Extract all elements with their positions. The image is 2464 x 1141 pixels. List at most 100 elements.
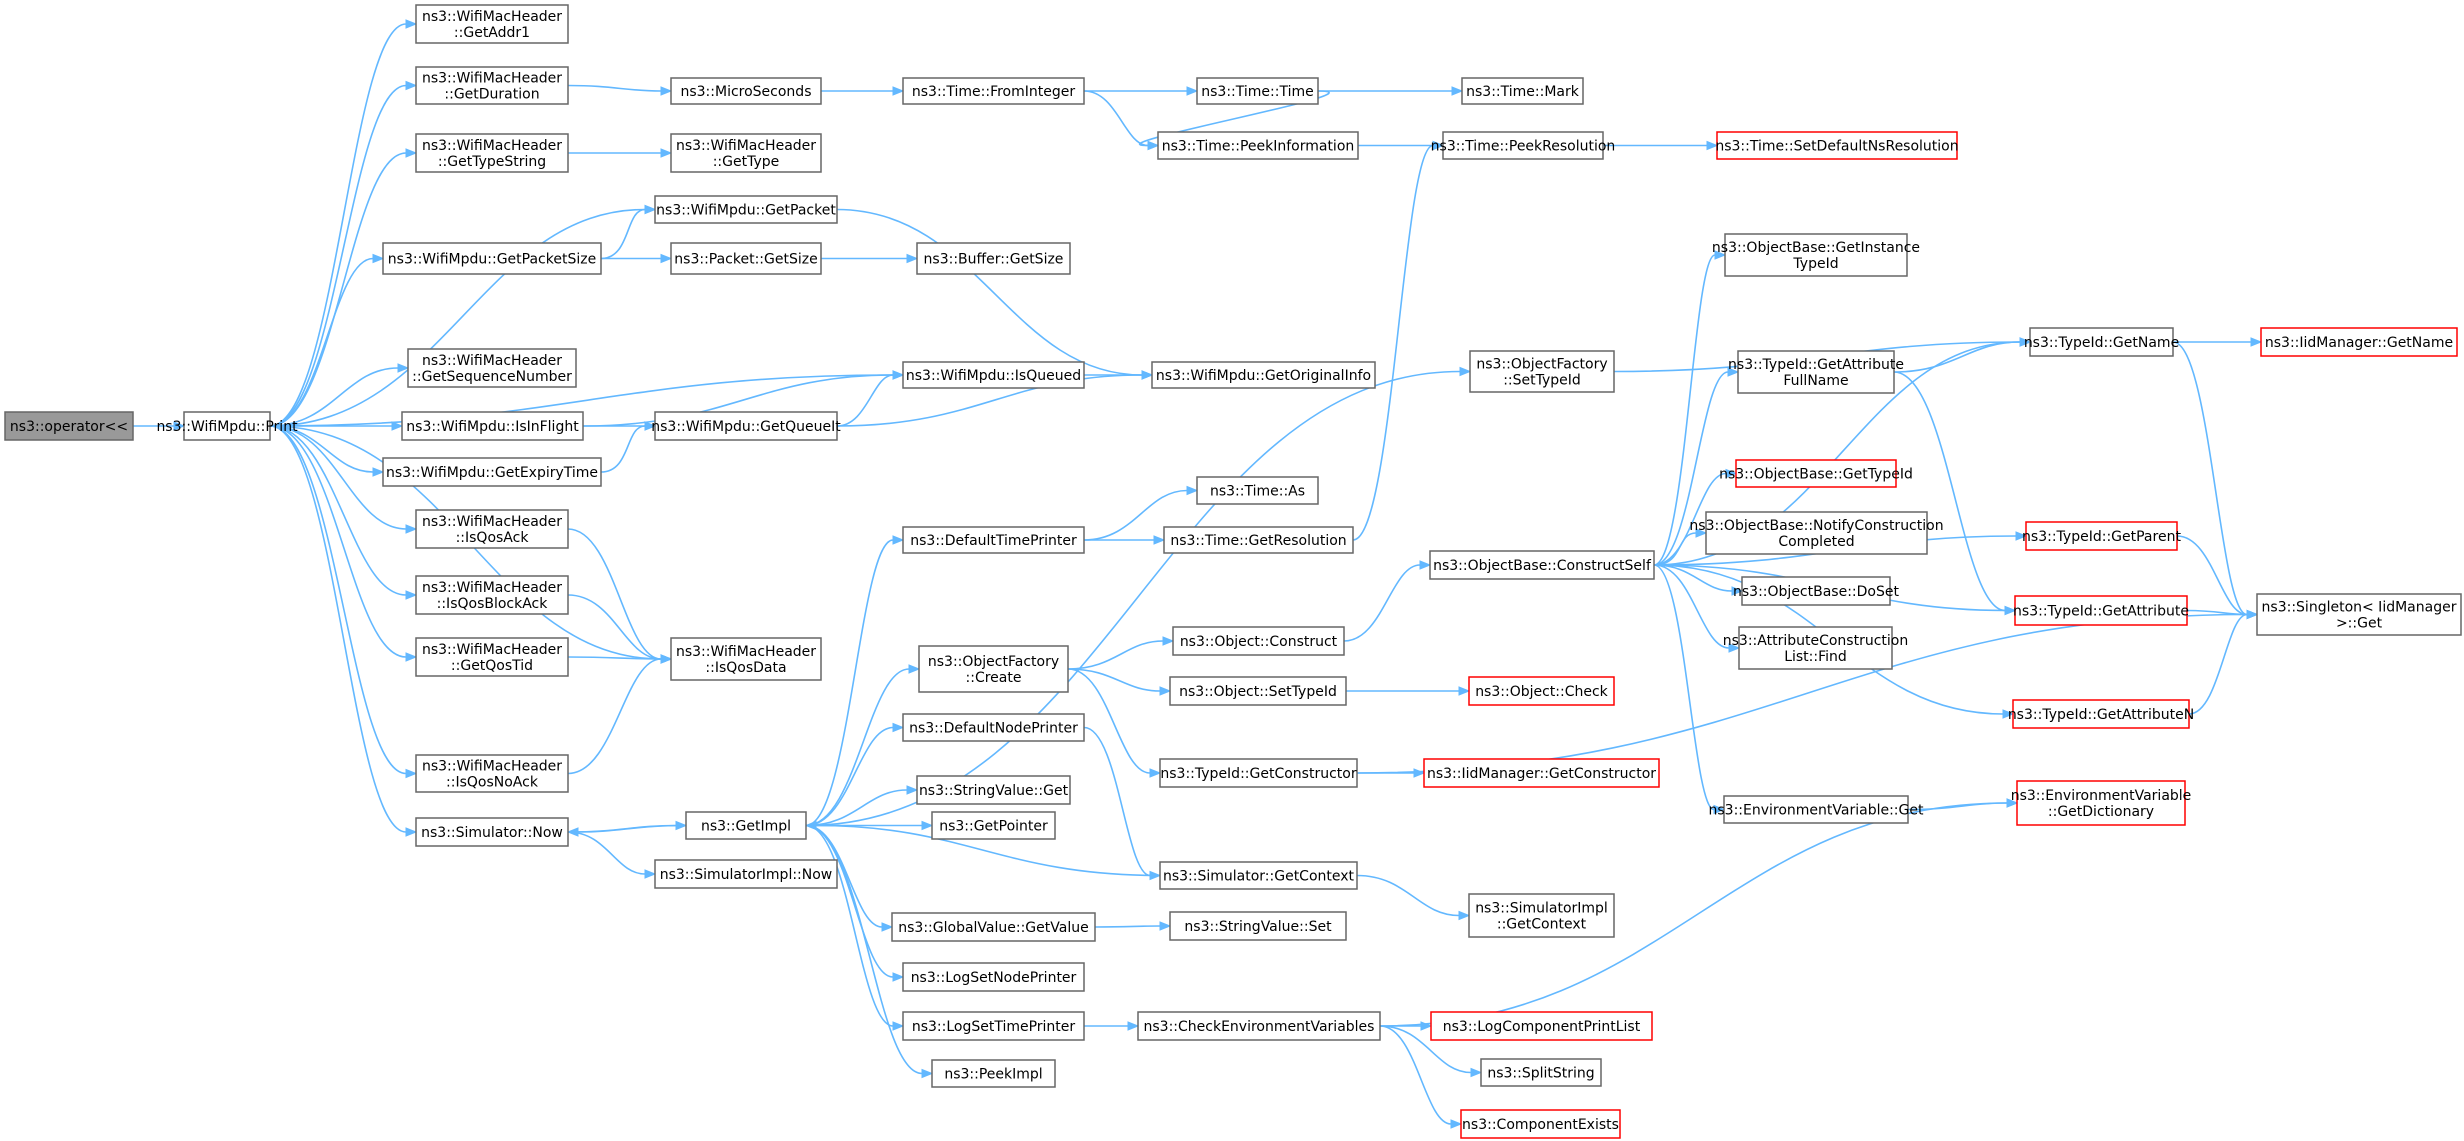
node-defaulttimeprinter[interactable]: ns3::DefaultTimePrinter [902,526,1085,554]
node-getpointer[interactable]: ns3::GetPointer [931,811,1056,840]
edge-print-to-isqosblockack [269,425,418,600]
node-simimplgetctx[interactable]: ns3::SimulatorImpl::GetContext [1468,893,1615,938]
edge-arrowhead [2250,337,2263,347]
node-tidgetname[interactable]: ns3::TypeId::GetName [2024,327,2179,357]
node-label: ns3::ObjectFactory [928,654,1059,670]
node-iidgetname[interactable]: ns3::IidManager::GetName [2260,327,2458,357]
node-tidgetattrn[interactable]: ns3::TypeId::GetAttributeN [2008,699,2194,729]
node-defaultnodeprinter[interactable]: ns3::DefaultNodePrinter [902,713,1085,742]
node-ofcreate[interactable]: ns3::ObjectFactory::Create [918,645,1069,693]
node-isqosblockack[interactable]: ns3::WifiMacHeader::IsQosBlockAck [415,575,569,615]
node-logsetnodeprinter[interactable]: ns3::LogSetNodePrinter [902,962,1085,992]
node-box [1137,1011,1381,1041]
node-gettypestring[interactable]: ns3::WifiMacHeader::GetTypeString [415,133,569,173]
node-iidgetctor[interactable]: ns3::IidManager::GetConstructor [1423,758,1660,788]
node-logcompprint[interactable]: ns3::LogComponentPrintList [1430,1011,1653,1041]
node-getpacket[interactable]: ns3::WifiMpdu::GetPacket [654,195,838,224]
node-microseconds[interactable]: ns3::MicroSeconds [670,77,822,105]
node-obdoset[interactable]: ns3::ObjectBase::DoSet [1733,576,1899,606]
node-timetime[interactable]: ns3::Time::Time [1196,77,1319,105]
edge-constructself-to-obnotify [1653,528,1708,566]
node-label: ns3::WifiMacHeader [676,138,816,154]
node-globalvaluegetvalue[interactable]: ns3::GlobalValue::GetValue [891,912,1096,942]
edge-line [1138,90,1330,147]
node-getduration[interactable]: ns3::WifiMacHeader::GetDuration [415,66,569,105]
node-typeidgetctor[interactable]: ns3::TypeId::GetConstructor [1159,758,1358,788]
node-print[interactable]: ns3::WifiMpdu::Print [156,411,298,441]
node-box [2256,593,2462,636]
node-tidgetparent[interactable]: ns3::TypeId::GetParent [2022,521,2181,551]
node-packetgetsize[interactable]: ns3::Packet::GetSize [670,242,822,275]
node-getqueueit[interactable]: ns3::WifiMpdu::GetQueueIt [651,411,841,441]
edge-isqosnoack-to-isqosdata [567,654,673,775]
node-label: ns3::SimulatorImpl::Now [660,867,833,883]
node-isqosnoack[interactable]: ns3::WifiMacHeader::IsQosNoAck [415,754,569,793]
node-isqosack[interactable]: ns3::WifiMacHeader::IsQosAck [415,509,569,549]
node-op[interactable]: ns3::operator<< [4,411,134,441]
node-simgetcontext[interactable]: ns3::Simulator::GetContext [1159,861,1358,890]
edge-arrowhead [1727,367,1740,377]
node-simnow[interactable]: ns3::Simulator::Now [415,817,569,847]
node-gettype[interactable]: ns3::WifiMacHeader::GetType [670,133,822,173]
node-ofsettypeid[interactable]: ns3::ObjectFactory::SetTypeId [1469,350,1615,393]
node-obnotify[interactable]: ns3::ObjectBase::NotifyConstructionCompl… [1689,511,1944,555]
node-getseqnum[interactable]: ns3::WifiMacHeader::GetSequenceNumber [407,348,577,388]
edge-arrowhead [892,86,905,96]
node-splitstring[interactable]: ns3::SplitString [1480,1058,1602,1087]
edge-line [269,374,894,427]
node-envget[interactable]: ns3::EnvironmentVariable::Get [1709,795,1924,824]
node-isinflight[interactable]: ns3::WifiMpdu::IsInFlight [401,411,584,441]
node-fromint[interactable]: ns3::Time::FromInteger [902,77,1085,105]
node-singletonget[interactable]: ns3::Singleton< IidManager>::Get [2256,593,2462,636]
node-peekinfo[interactable]: ns3::Time::PeekInformation [1157,131,1359,160]
node-getaddr1[interactable]: ns3::WifiMacHeader::GetAddr1 [415,4,569,44]
node-objconstruct[interactable]: ns3::Object::Construct [1172,626,1345,656]
node-isqueued[interactable]: ns3::WifiMpdu::IsQueued [902,361,1085,389]
node-box [1442,131,1604,160]
node-peekimpl[interactable]: ns3::PeekImpl [931,1059,1056,1088]
node-getimpl[interactable]: ns3::GetImpl [685,811,807,840]
node-label: Completed [1778,534,1854,550]
node-simimplnow[interactable]: ns3::SimulatorImpl::Now [654,859,838,889]
node-setdefaultres[interactable]: ns3::Time::SetDefaultNsResolution [1715,131,1959,160]
node-getpacketsize[interactable]: ns3::WifiMpdu::GetPacketSize [382,242,602,275]
node-compexists[interactable]: ns3::ComponentExists [1460,1109,1621,1139]
node-tidgetattr[interactable]: ns3::TypeId::GetAttribute [2013,595,2189,626]
node-box [382,457,602,487]
node-objcheck[interactable]: ns3::Object::Check [1468,676,1615,706]
node-isqosdata[interactable]: ns3::WifiMacHeader::IsQosData [670,637,822,681]
node-constructself[interactable]: ns3::ObjectBase::ConstructSelf [1429,550,1655,580]
node-box [1461,77,1584,105]
node-label: ns3::Singleton< IidManager [2262,600,2457,616]
node-buffergetsize[interactable]: ns3::Buffer::GetSize [916,242,1071,275]
node-peekres[interactable]: ns3::Time::PeekResolution [1431,131,1616,160]
node-checkenv[interactable]: ns3::CheckEnvironmentVariables [1137,1011,1381,1041]
edge-arrowhead [1695,528,1708,538]
edge-objconstruct-to-constructself [1343,560,1432,642]
node-box [916,775,1071,805]
node-box [1737,350,1895,394]
node-label: ns3::WifiMacHeader [422,642,562,658]
edge-arrowhead [906,785,919,795]
node-box [4,411,134,441]
edge-line [1352,144,1434,541]
node-label: ns3::LogSetTimePrinter [912,1019,1076,1035]
node-timeas[interactable]: ns3::Time::As [1196,476,1319,505]
node-getorigininfo[interactable]: ns3::WifiMpdu::GetOriginalInfo [1151,361,1376,389]
node-timegetres[interactable]: ns3::Time::GetResolution [1163,526,1354,554]
node-stringvalueget[interactable]: ns3::StringValue::Get [916,775,1071,805]
edge-line [1067,640,1164,670]
node-box [1169,676,1347,706]
node-timemark[interactable]: ns3::Time::Mark [1461,77,1584,105]
node-objsettypeid[interactable]: ns3::Object::SetTypeId [1169,676,1347,706]
node-obgettypeid[interactable]: ns3::ObjectBase::GetTypeId [1719,459,1913,488]
node-stringvalueset[interactable]: ns3::StringValue::Set [1169,911,1347,941]
node-envgetdict[interactable]: ns3::EnvironmentVariable::GetDictionary [2011,780,2192,826]
node-getqostid[interactable]: ns3::WifiMacHeader::GetQosTid [415,637,569,677]
node-logsettimeprinter[interactable]: ns3::LogSetTimePrinter [902,1011,1085,1041]
edge-arrowhead [372,467,385,477]
node-getexpirytime[interactable]: ns3::WifiMpdu::GetExpiryTime [382,457,602,487]
